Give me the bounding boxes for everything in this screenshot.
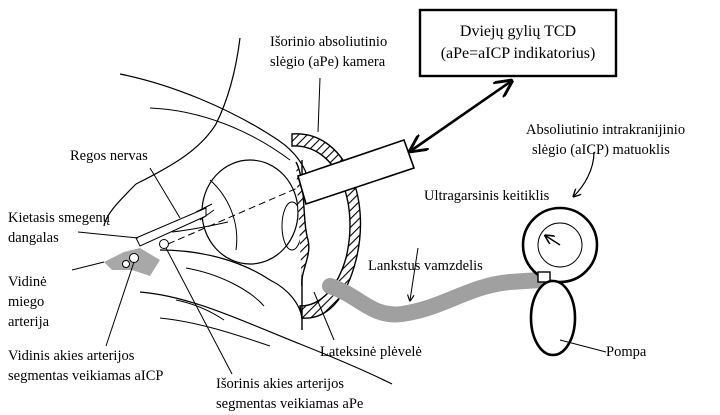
tcd-title: Dviejų gylių TCD: [460, 23, 576, 40]
inner-segment-point: [130, 254, 139, 263]
tube-pointer: [410, 248, 418, 300]
pump-bulb: [531, 281, 575, 355]
label-optic-nerve: Regos nervas: [70, 148, 148, 164]
label-carotid-1: Vidinė: [8, 274, 47, 290]
label-transducer: Ultragarsinis keitiklis: [424, 188, 550, 204]
flexible-tube: [330, 280, 540, 314]
tcd-subtitle: (aPe=aICP indikatorius): [441, 45, 596, 62]
tcd-link-arrow: [412, 82, 510, 150]
label-ape-chamber-2: slėgio (aPe) kamera: [270, 54, 386, 70]
label-ape-chamber-1: Išorinio absoliutinio: [270, 34, 387, 50]
gauge-pointer: [574, 152, 594, 196]
pressure-gauge: [523, 208, 597, 282]
label-flex-tube: Lankstus vamzdelis: [368, 258, 483, 274]
artery-point: [123, 261, 130, 268]
label-dura-2: dangalas: [8, 230, 59, 246]
label-inner-segment-1: Vidinis akies arterijos: [8, 348, 135, 364]
label-outer-segment-2: segmentas veikiamas aPe: [216, 396, 363, 412]
label-dura-1: Kietasis smegenų: [8, 210, 111, 226]
label-carotid-3: arterija: [8, 314, 50, 330]
eye: [172, 160, 302, 264]
outer-segment-point: [160, 240, 169, 249]
tcd-box: [420, 10, 616, 76]
label-carotid-2: miego: [8, 294, 44, 310]
label-pump: Pompa: [606, 344, 647, 360]
label-aicp-meter-2: slėgio (aICP) matuoklis: [532, 142, 670, 158]
label-latex: Lateksinė plėvelė: [320, 344, 422, 360]
label-aicp-meter-1: Absoliutinio intrakranijinio: [526, 122, 685, 138]
ultrasound-beam: [168, 186, 302, 244]
label-outer-segment-1: Išorinis akies arterijos: [216, 376, 344, 392]
label-inner-segment-2: segmentas veikiamas aICP: [8, 368, 163, 384]
